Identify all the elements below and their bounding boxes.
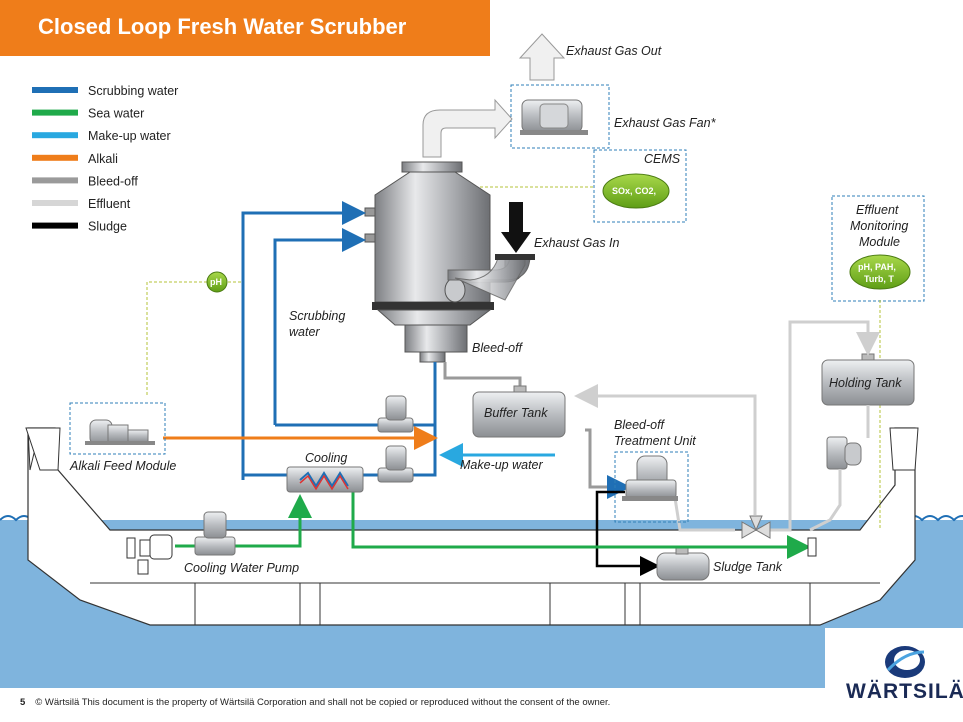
- effluent-pump: [826, 436, 862, 470]
- effluent-lines: [574, 320, 880, 532]
- legend-swatch: [32, 132, 78, 139]
- scrubbing-water-label-1: Scrubbing: [289, 309, 345, 323]
- exhaust-duct: [422, 98, 513, 158]
- ph-sensor: pH: [146, 271, 243, 395]
- alkali-feed-module: Alkali Feed Module: [69, 402, 176, 473]
- title-bar: Closed Loop Fresh Water Scrubber: [0, 0, 490, 56]
- exhaust-gas-fan: Exhaust Gas Fan*: [510, 84, 717, 149]
- circulation-pump-upper: [377, 395, 414, 433]
- legend-label: Alkali: [88, 152, 118, 166]
- effluent-label-line3: Module: [859, 235, 900, 249]
- legend-label: Sea water: [88, 107, 144, 121]
- legend-label: Bleed-off: [88, 174, 138, 188]
- effluent-params-line2: Turb, T: [864, 274, 894, 284]
- bleed-off-line: [443, 362, 631, 499]
- page-title: Closed Loop Fresh Water Scrubber: [38, 14, 407, 39]
- legend-swatch: [32, 154, 78, 161]
- cooling-water-pump: Cooling Water Pump: [184, 511, 299, 575]
- legend-label: Sludge: [88, 220, 127, 234]
- cems-label: CEMS: [644, 152, 681, 166]
- effluent-label-line2: Monitoring: [850, 219, 908, 233]
- bleed-off-label: Bleed-off: [472, 341, 524, 355]
- buffer-tank-label: Buffer Tank: [484, 406, 548, 420]
- bleed-treatment-label-1: Bleed-off: [614, 418, 666, 432]
- legend-label: Make-up water: [88, 129, 171, 143]
- effluent-monitoring-module: Effluent Monitoring Module pH, PAH, Turb…: [831, 195, 925, 530]
- holding-tank-label: Holding Tank: [829, 376, 902, 390]
- bleed-off-treatment-unit: Bleed-off Treatment Unit: [614, 418, 696, 523]
- footer: 5 © Wärtsilä This document is the propert…: [20, 697, 610, 708]
- page-number: 5: [20, 697, 26, 708]
- circulation-pump-lower: [377, 445, 414, 483]
- effluent-params-line1: pH, PAH,: [858, 262, 896, 272]
- exhaust-gas-fan-label: Exhaust Gas Fan*: [614, 116, 717, 130]
- scrubber-vessel: [364, 161, 535, 363]
- exhaust-gas-out-label: Exhaust Gas Out: [566, 44, 662, 58]
- cooling-heat-exchanger: Cooling: [286, 451, 364, 493]
- ph-label: pH: [210, 277, 222, 287]
- scrubbing-water-label-2: water: [289, 325, 320, 339]
- effluent-label-line1: Effluent: [856, 203, 899, 217]
- cems-parameters: SOx, CO2,: [612, 186, 656, 196]
- sea-water-lines: [175, 490, 811, 559]
- make-up-water-label: Make-up water: [460, 458, 544, 472]
- logo-text: WÄRTSILÄ: [846, 680, 963, 703]
- sludge-line: [595, 490, 660, 576]
- sea-chest-valves: [126, 534, 817, 575]
- holding-tank: Holding Tank: [821, 353, 915, 406]
- sludge-tank: Sludge Tank: [656, 547, 783, 581]
- bleed-treatment-label-2: Treatment Unit: [614, 434, 696, 448]
- legend-swatch: [32, 200, 78, 206]
- exhaust-gas-in-label: Exhaust Gas In: [534, 236, 620, 250]
- sludge-tank-label: Sludge Tank: [713, 560, 783, 574]
- cems: CEMS SOx, CO2,: [470, 149, 687, 223]
- legend-swatch: [32, 87, 78, 93]
- legend-swatch: [32, 177, 78, 184]
- cooling-water-pump-label: Cooling Water Pump: [184, 561, 299, 575]
- alkali-feed-module-label: Alkali Feed Module: [69, 459, 176, 473]
- exhaust-gas-out-arrow: Exhaust Gas Out: [518, 33, 662, 81]
- legend-swatch: [32, 109, 78, 116]
- legend-label: Scrubbing water: [88, 84, 178, 98]
- wartsila-swoosh-icon: [885, 646, 925, 678]
- cooling-label: Cooling: [305, 451, 347, 465]
- legend-label: Effluent: [88, 197, 131, 211]
- three-way-valve: [741, 515, 771, 539]
- buffer-tank: Buffer Tank: [472, 385, 566, 438]
- exhaust-gas-in-arrow: Exhaust Gas In: [501, 202, 620, 253]
- legend-swatch: [32, 222, 78, 229]
- copyright-notice: © Wärtsilä This document is the property…: [35, 697, 611, 708]
